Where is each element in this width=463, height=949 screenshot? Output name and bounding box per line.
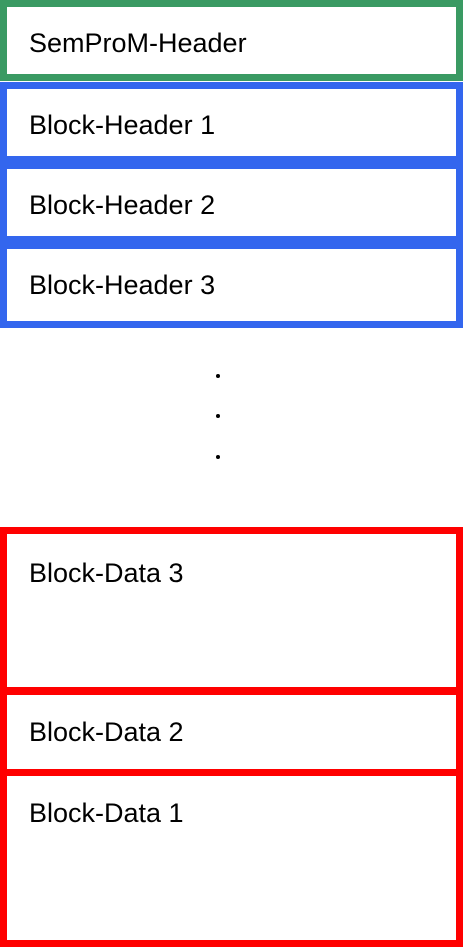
vertical-ellipsis-icon [212, 364, 226, 469]
ellipsis-dot [216, 414, 220, 418]
block-data-box-1: Block-Data 1 [0, 769, 463, 947]
block-data-box-3: Block-Data 3 [0, 527, 463, 694]
block-header-label-2: Block-Header 2 [29, 190, 216, 220]
ellipsis-dot [216, 374, 220, 378]
block-data-label-3: Block-Data 3 [29, 558, 184, 588]
block-data-box-2: Block-Data 2 [0, 688, 463, 776]
block-data-label-1: Block-Data 1 [29, 798, 184, 828]
block-header-box-1: Block-Header 1 [0, 82, 463, 163]
sempro-header-box: SemProM-Header [0, 0, 463, 81]
block-header-box-3: Block-Header 3 [0, 242, 463, 328]
ellipsis-dot [216, 455, 220, 459]
block-header-label-1: Block-Header 1 [29, 110, 216, 140]
block-data-label-2: Block-Data 2 [29, 717, 184, 747]
block-header-label-3: Block-Header 3 [29, 270, 216, 300]
block-header-box-2: Block-Header 2 [0, 162, 463, 243]
sempro-header-label: SemProM-Header [29, 28, 247, 58]
